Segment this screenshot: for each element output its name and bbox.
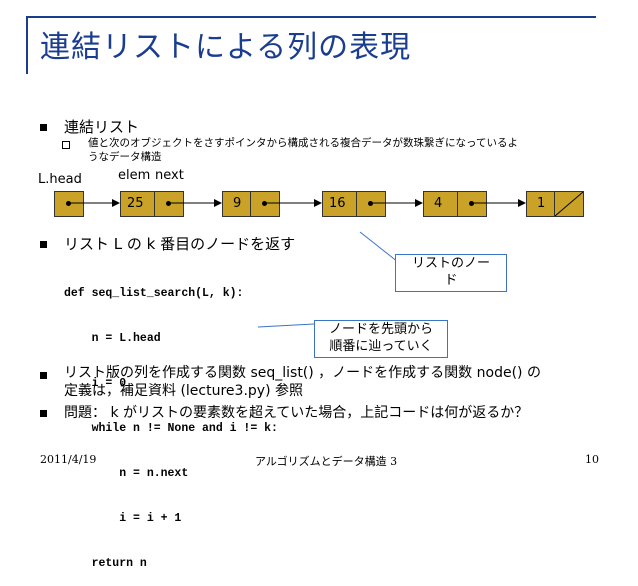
description-line-2: うなデータ構造 [88, 151, 162, 163]
code-line: while n != None and i != k: [64, 422, 278, 435]
node-callout-line-2: ド [444, 273, 458, 288]
node-value: 4 [434, 196, 443, 211]
code-line: i = i + 1 [64, 512, 182, 525]
callout-leader [359, 231, 399, 263]
node-value: 9 [233, 196, 242, 211]
trace-callout-line-2: 順番に辿っていく [329, 339, 433, 354]
null-pointer [554, 191, 584, 217]
pointer-dot [66, 201, 71, 206]
title-frame-left [26, 16, 28, 74]
bullet-question: 問題： k がリストの要素数を超えていた場合，上記コードは何が返るか？ [64, 405, 529, 421]
list-node: 9 [222, 191, 280, 217]
callout-leader [257, 323, 315, 328]
list-node: 1 [526, 191, 584, 217]
footer-course: アルゴリズムとデータ構造 3 [255, 455, 398, 468]
code-line: n = L.head [64, 332, 161, 345]
code-line: n = n.next [64, 467, 189, 480]
functions-line-1: リスト版の列を作成する関数 seq_list() ，ノードを作成する関数 nod… [64, 365, 541, 381]
elem-label: elem [118, 168, 151, 183]
bullet-icon [40, 372, 47, 379]
footer-date: 2011/4/19 [40, 453, 97, 466]
sub-bullet-icon [62, 141, 70, 149]
node-value: 16 [329, 196, 346, 211]
node-callout: リストのノー ド [395, 254, 507, 292]
code-line: def seq_list_search(L, k): [64, 287, 244, 300]
next-label: next [155, 168, 184, 183]
code-block: def seq_list_search(L, k): n = L.head i … [64, 256, 278, 586]
list-node: 4 [423, 191, 487, 217]
slide-title: 連結リストによる列の表現 [40, 30, 412, 65]
bullet-icon [40, 124, 47, 131]
code-line: i = 0 [64, 377, 127, 390]
bullet-linked-list: 連結リスト [64, 118, 140, 136]
node-callout-line-1: リストのノー [411, 256, 490, 271]
list-node: 25 [120, 191, 184, 217]
title-frame-top [26, 16, 596, 18]
bullet-search: リスト L の k 番目のノードを返す [64, 235, 296, 253]
null-slash-icon [554, 191, 584, 217]
linked-list-description: 値と次のオブジェクトをさすポインタから構成される複合データが数珠繋ぎになっている… [88, 136, 608, 164]
functions-line-2: 定義は，補足資料 (lecture3.py) 参照 [64, 383, 303, 399]
head-label: L.head [38, 172, 82, 187]
bullet-icon [40, 241, 47, 248]
trace-callout-line-1: ノードを先頭から [328, 322, 433, 337]
trace-callout: ノードを先頭から 順番に辿っていく [314, 320, 448, 358]
head-pointer-box [54, 191, 84, 217]
pointer-arrows [69, 199, 526, 328]
bullet-icon [40, 410, 47, 417]
node-value: 25 [127, 196, 144, 211]
node-value: 1 [537, 196, 546, 211]
footer-page-number: 10 [585, 453, 599, 466]
code-line: return n [64, 557, 147, 570]
bullet-functions: リスト版の列を作成する関数 seq_list() ，ノードを作成する関数 nod… [64, 364, 541, 400]
description-line-1: 値と次のオブジェクトをさすポインタから構成される複合データが数珠繋ぎになっている… [88, 137, 518, 149]
